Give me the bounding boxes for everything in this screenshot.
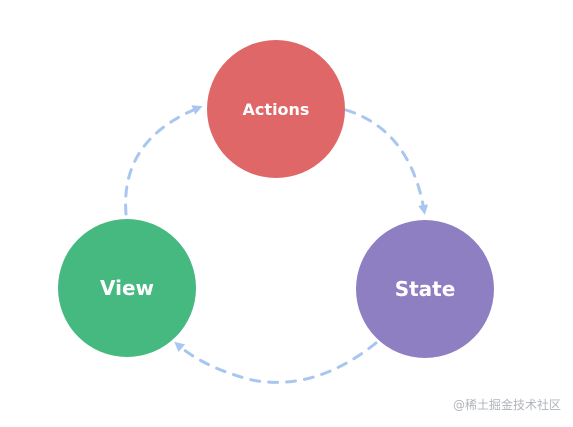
actions-node-label: Actions	[242, 99, 310, 119]
state-node-label: State	[394, 277, 456, 301]
arrow-state-to-view	[174, 341, 378, 384]
actions-node: Actions	[207, 40, 345, 178]
arrow-view-to-actions	[124, 105, 203, 216]
state-node: State	[356, 220, 494, 358]
watermark-text: @稀土掘金技术社区	[452, 398, 561, 412]
arrow-actions-to-state	[344, 108, 429, 215]
view-node: View	[58, 219, 196, 357]
view-node-label: View	[99, 276, 155, 300]
